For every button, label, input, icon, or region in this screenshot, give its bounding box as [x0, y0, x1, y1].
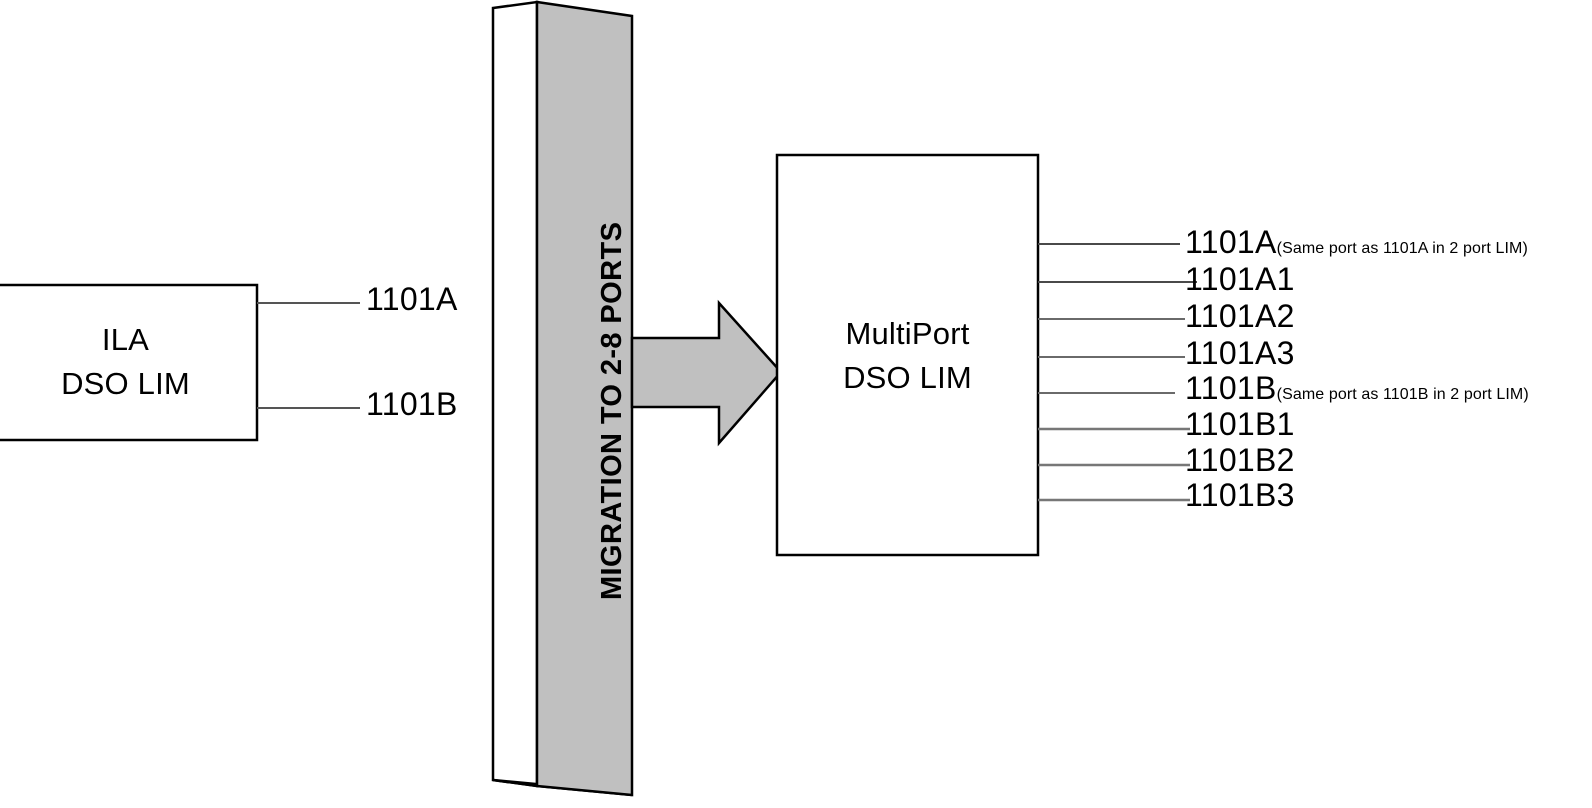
ila-box-label-line1: ILA	[101, 322, 150, 357]
ila-port-label-1101B: 1101B	[366, 386, 458, 422]
ila-box-label: ILA DSO LIM	[0, 318, 251, 406]
multiport-port-label-8: 1101B3	[1185, 479, 1295, 511]
multiport-port-label-4: 1101A3	[1185, 337, 1295, 369]
ila-port-label-1101A: 1101A	[366, 281, 458, 317]
multiport-box-label: MultiPort DSO LIM	[777, 312, 1038, 400]
multiport-dso-lim-box[interactable]	[775, 153, 1040, 557]
multiport-port-name-4: 1101A3	[1185, 335, 1295, 371]
multiport-port-name-6: 1101B1	[1185, 406, 1295, 442]
ila-box-label-line2: DSO LIM	[61, 366, 190, 401]
multiport-port-label-2: 1101A1	[1185, 263, 1295, 295]
migration-bar-side-face	[491, 0, 539, 788]
migration-bar-label: MIGRATION TO 2-8 PORTS	[596, 221, 628, 600]
multiport-port-label-6: 1101B1	[1185, 408, 1295, 440]
multiport-box-label-line1: MultiPort	[845, 316, 970, 351]
multiport-port-name-3: 1101A2	[1185, 298, 1295, 334]
multiport-port-name-8: 1101B3	[1185, 477, 1295, 513]
migration-arrow[interactable]	[630, 299, 783, 447]
multiport-port-label-3: 1101A2	[1185, 300, 1295, 332]
multiport-port-name-7: 1101B2	[1185, 442, 1295, 478]
multiport-port-name-5: 1101B	[1185, 370, 1277, 406]
ila-dso-lim-box[interactable]	[0, 283, 259, 442]
multiport-port-label-5: 1101B(Same port as 1101B in 2 port LIM)	[1185, 372, 1529, 404]
multiport-port-label-1: 1101A(Same port as 1101A in 2 port LIM)	[1185, 226, 1528, 258]
multiport-box-label-line2: DSO LIM	[843, 360, 972, 395]
migration-bar-front-face	[535, 0, 634, 797]
multiport-port-name-2: 1101A1	[1185, 261, 1295, 297]
multiport-port-name-1: 1101A	[1185, 224, 1277, 260]
multiport-port-label-7: 1101B2	[1185, 444, 1295, 476]
multiport-port-note-1: (Same port as 1101A in 2 port LIM)	[1276, 240, 1528, 257]
multiport-port-note-5: (Same port as 1101B in 2 port LIM)	[1276, 386, 1529, 403]
